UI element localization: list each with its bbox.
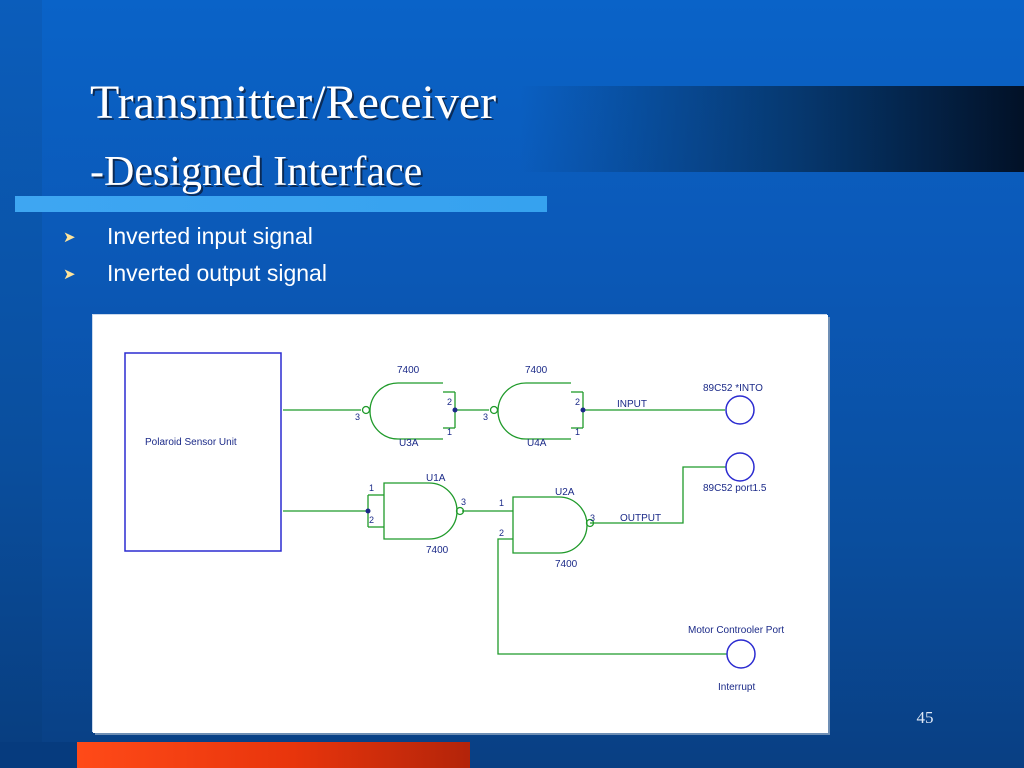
bottom-dark-block — [0, 742, 77, 768]
junction-dot — [365, 508, 371, 514]
port-motor-label: Motor Controoler Port — [688, 625, 784, 636]
u3a-pin-out: 3 — [355, 412, 360, 422]
u4a-pin-a: 2 — [575, 397, 580, 407]
bottom-accent-bar — [77, 742, 470, 768]
sensor-unit-label: Polaroid Sensor Unit — [145, 437, 237, 448]
u2a-to-motor-wire — [497, 538, 727, 655]
u1a-pin-out: 3 — [461, 497, 466, 507]
output-net-wire — [590, 466, 727, 524]
port-interrupt-label: Interrupt — [718, 682, 755, 693]
u3a-pin-b: 1 — [447, 427, 452, 437]
gate-u3a — [361, 382, 456, 440]
left-band — [0, 0, 42, 768]
u1a-pin-b: 2 — [369, 515, 374, 525]
u2a-type-label: 7400 — [555, 559, 578, 570]
arrow-bullet-icon: ➤ — [63, 228, 76, 246]
u1a-pin-a: 1 — [369, 483, 374, 493]
u3a-pin-a: 2 — [447, 397, 452, 407]
slide-title: Transmitter/Receiver — [90, 76, 497, 129]
circuit-diagram: Polaroid Sensor Unit 7400 U3A 2 1 3 7400 — [93, 315, 828, 733]
u2a-pin-b: 2 — [499, 528, 504, 538]
u4a-pin-out: 3 — [483, 412, 488, 422]
u4a-name-label: U4A — [527, 438, 547, 449]
u1a-name-label: U1A — [426, 473, 446, 484]
input-net-label: INPUT — [617, 399, 647, 410]
arrow-bullet-icon: ➤ — [63, 265, 76, 283]
u4a-type-label: 7400 — [525, 365, 548, 376]
gate-u1a — [367, 482, 465, 540]
junction-dot — [452, 407, 458, 413]
u2a-pin-out: 3 — [590, 513, 595, 523]
u3a-type-label: 7400 — [397, 365, 420, 376]
port-into-connector — [725, 395, 755, 425]
u2a-name-label: U2A — [555, 487, 575, 498]
bullet-list: ➤ Inverted input signal ➤ Inverted outpu… — [60, 218, 327, 292]
title-gradient-bar — [520, 86, 1024, 172]
port-p15-label: 89C52 port1.5 — [703, 483, 767, 494]
bullet-text: Inverted output signal — [107, 260, 327, 286]
port-into-label: 89C52 *INTO — [703, 383, 763, 394]
u1a-type-label: 7400 — [426, 545, 449, 556]
gate-u4a — [489, 382, 584, 440]
slide-number: 45 — [916, 708, 934, 727]
bullet-item: ➤ Inverted output signal — [60, 255, 327, 292]
bullet-text: Inverted input signal — [107, 223, 313, 249]
port-p15-connector — [725, 452, 755, 482]
bullet-item: ➤ Inverted input signal — [60, 218, 327, 255]
u4a-pin-b: 1 — [575, 427, 580, 437]
slide-subtitle: -Designed Interface — [90, 149, 423, 195]
circuit-schematic: Polaroid Sensor Unit 7400 U3A 2 1 3 7400 — [124, 352, 784, 693]
output-net-label: OUTPUT — [620, 513, 661, 524]
port-motor-connector — [726, 639, 756, 669]
junction-dot — [580, 407, 586, 413]
u3a-name-label: U3A — [399, 438, 419, 449]
title-underline — [15, 196, 547, 212]
sensor-unit-box — [124, 352, 282, 552]
u2a-pin-a: 1 — [499, 498, 504, 508]
gate-u2a — [512, 496, 595, 554]
